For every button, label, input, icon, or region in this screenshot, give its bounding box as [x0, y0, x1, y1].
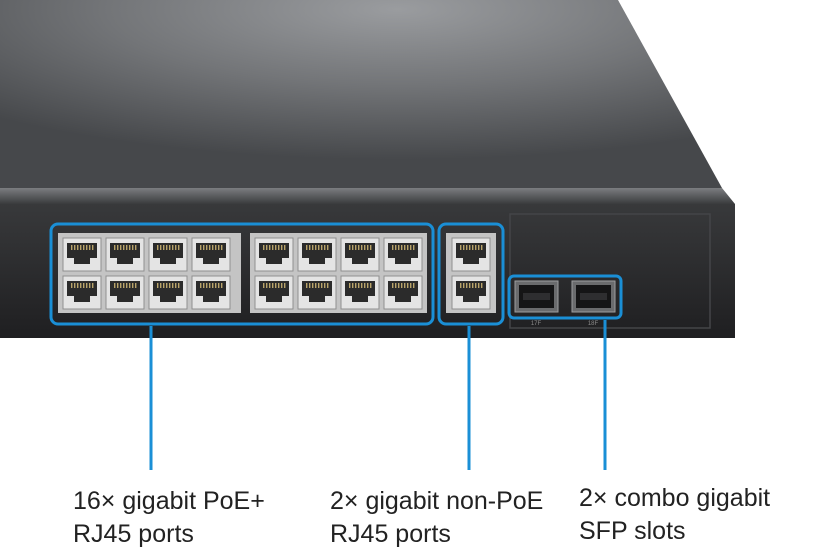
callout-line-2: SFP slots	[579, 517, 686, 545]
switch-front-inset	[509, 213, 711, 329]
sfp-port-label-18f: 18F	[588, 321, 599, 327]
callout-line-2: RJ45 ports	[73, 520, 194, 548]
rj45-port	[105, 275, 145, 310]
rj45-port	[383, 237, 423, 272]
rj45-port	[62, 275, 102, 310]
poe-ports-highlight-box	[49, 222, 435, 326]
rj45-port	[297, 275, 337, 310]
sfp-slot	[514, 280, 559, 313]
callout-line-2: RJ45 ports	[330, 520, 451, 548]
rj45-port	[191, 237, 231, 272]
sfp-slots-callout: 2× combo gigabit SFP slots	[579, 482, 770, 548]
poe-ports-callout: 16× gigabit PoE+ RJ45 ports	[73, 485, 265, 551]
rj45-port	[62, 237, 102, 272]
rj45-port	[297, 237, 337, 272]
nonpoe-ports-callout: 2× gigabit non-PoE RJ45 ports	[330, 485, 543, 551]
rj45-port	[451, 275, 491, 310]
sfp-port-label-17f: 17F	[531, 321, 542, 327]
rj45-port	[451, 237, 491, 272]
callout-line-1: 2× gigabit non-PoE	[330, 487, 544, 515]
callout-line-1: 2× combo gigabit	[579, 484, 771, 512]
sfp-slots-highlight-box	[507, 274, 623, 320]
rj45-port	[383, 275, 423, 310]
rj45-port	[148, 275, 188, 310]
rj45-port	[340, 275, 380, 310]
rj45-port	[254, 275, 294, 310]
switch-chassis-rim	[0, 188, 735, 204]
rj45-port	[148, 237, 188, 272]
nonpoe-ports-highlight-box	[437, 222, 505, 326]
rj45-port	[191, 275, 231, 310]
rj45-ports	[62, 237, 491, 310]
sfp-slots	[514, 280, 616, 313]
switch-chassis-top	[0, 0, 722, 188]
callout-line-1: 16× gigabit PoE+	[73, 487, 265, 515]
sfp-slot	[571, 280, 616, 313]
rj45-port	[105, 237, 145, 272]
rj45-port	[340, 237, 380, 272]
rj45-port	[254, 237, 294, 272]
